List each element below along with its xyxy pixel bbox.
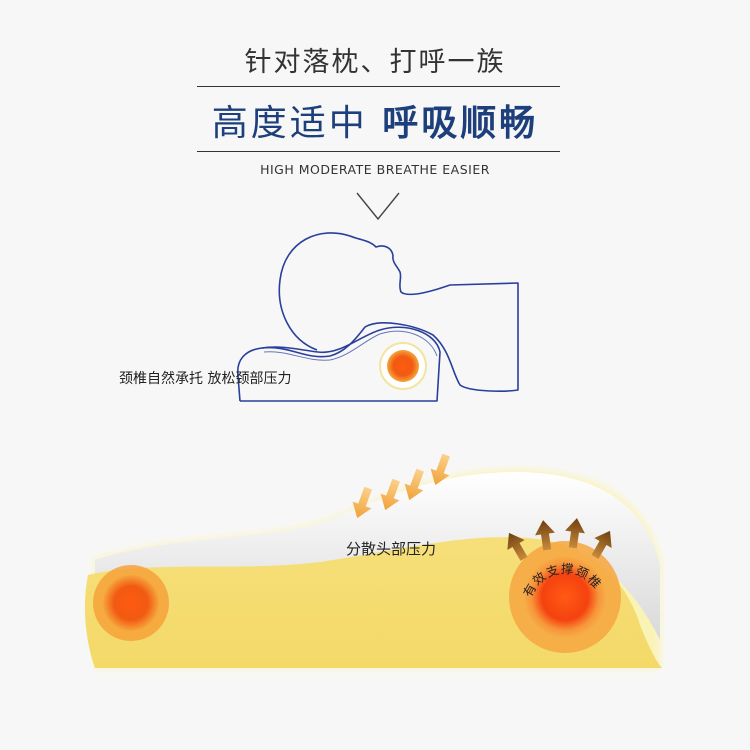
arrow-down-icon xyxy=(380,478,400,511)
support-arrows xyxy=(507,518,612,561)
pressure-arrows xyxy=(352,453,450,519)
divider-bottom xyxy=(197,151,560,152)
headline-main-light: 高度适中 xyxy=(211,103,368,144)
head-outline xyxy=(236,232,519,402)
pillow-cover xyxy=(95,472,660,640)
arrow-down-icon xyxy=(404,468,424,501)
arrow-up-icon xyxy=(565,518,585,549)
arrow-up-icon xyxy=(507,532,528,561)
headline-top: 针对落枕、打呼一族 xyxy=(244,47,506,78)
pillow-outline xyxy=(240,326,441,402)
caption-neck-support: 颈椎自然承托 放松颈部压力 xyxy=(119,371,292,387)
pillow-inner-line xyxy=(263,330,438,361)
headline-english: HIGH MODERATE BREATHE EASIER xyxy=(260,162,490,177)
neck-hot-spot xyxy=(387,350,419,382)
headline-main: 高度适中 呼吸顺畅 xyxy=(0,94,750,146)
arrow-down-icon xyxy=(352,486,372,519)
arrow-down-icon xyxy=(430,453,450,486)
divider-top xyxy=(197,86,560,87)
chevron-down-icon xyxy=(356,192,400,221)
caption-disperse-pressure: 分散头部压力 xyxy=(346,540,437,558)
arrow-up-icon xyxy=(535,520,555,551)
headline-main-bold: 呼吸顺畅 xyxy=(382,103,539,144)
left-hot-spot xyxy=(103,575,159,631)
arrow-up-icon xyxy=(591,530,612,559)
right-hot-spot xyxy=(523,555,607,639)
